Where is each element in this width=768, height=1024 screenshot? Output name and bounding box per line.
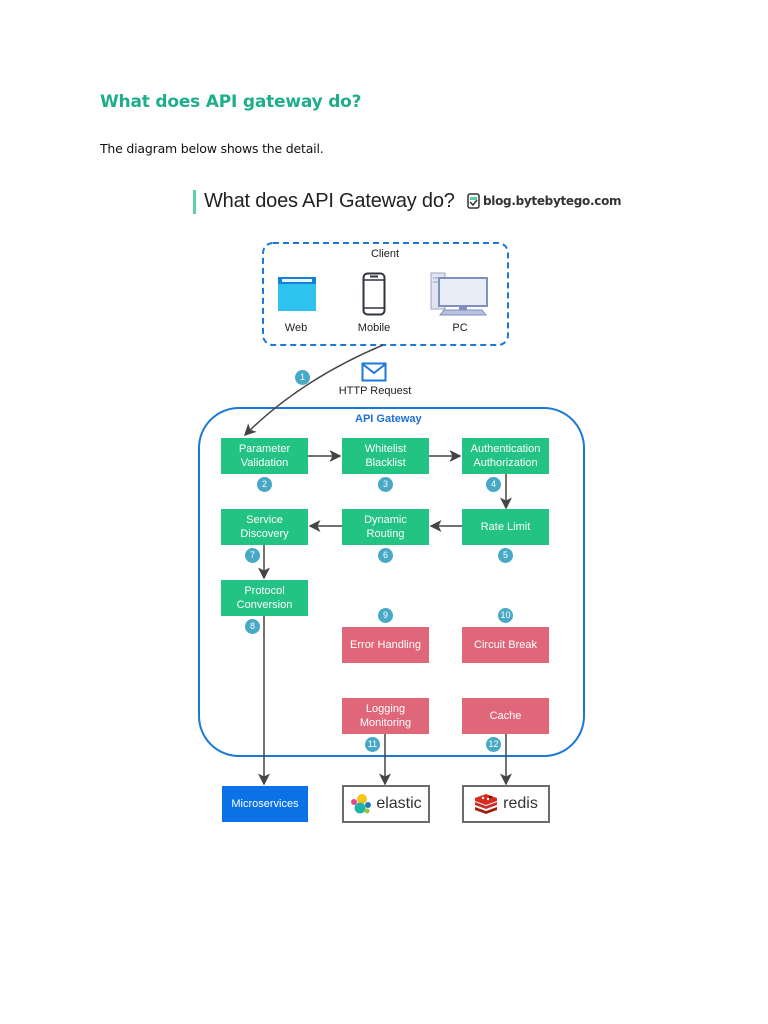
step-label-line2: Discovery [240, 528, 289, 540]
title-accent-bar [193, 190, 196, 214]
step-label-line2: Routing [366, 528, 405, 540]
request-arrow [243, 344, 384, 437]
figure-title: What does API Gateway do? [204, 190, 455, 212]
step-label-line2: Conversion [236, 599, 293, 611]
desktop-pc-icon [430, 272, 488, 316]
redis-box: redis [462, 785, 550, 823]
step-badge-4: 4 [486, 477, 501, 492]
step-badge-11: 11 [365, 737, 380, 752]
device-label-web: Web [284, 322, 308, 334]
api-gateway-border [198, 407, 585, 757]
mobile-phone-icon [362, 272, 386, 316]
step-label-line2: Validation [240, 457, 289, 469]
step-badge-6: 6 [378, 548, 393, 563]
http-request-label: HTTP Request [338, 385, 412, 397]
envelope-icon [361, 362, 387, 382]
bytebytego-logo-icon [467, 193, 480, 209]
step-badge-12: 12 [486, 737, 501, 752]
elastic-box: elastic [342, 785, 430, 823]
step-box-cache: Cache [462, 698, 549, 734]
step-badge-10: 10 [498, 608, 513, 623]
browser-window-icon [278, 277, 316, 311]
device-label-pc: PC [452, 322, 468, 334]
microservices-label: Microservices [231, 798, 299, 810]
site-url: blog.bytebytego.com [483, 194, 622, 208]
step-box-error-handling: Error Handling [342, 627, 429, 663]
client-label: Client [370, 248, 400, 260]
step-label-line2: Monitoring [359, 717, 412, 729]
elastic-label: elastic [376, 795, 422, 812]
step-badge-2: 2 [257, 477, 272, 492]
step-label-line1: Service [246, 514, 283, 526]
step-label-line1: Whitelist [364, 443, 407, 455]
step-label-line1: Error Handling [350, 639, 421, 651]
step-label-line1: Cache [489, 710, 522, 722]
step-label-line1: Authentication [470, 443, 541, 455]
step-badge-8: 8 [245, 619, 260, 634]
redis-label: redis [503, 795, 538, 812]
step-box-rate-limit: Rate Limit [462, 509, 549, 545]
step-badge-9: 9 [378, 608, 393, 623]
step-label-line2: Authorization [473, 457, 538, 469]
step-label-line1: Logging [365, 703, 406, 715]
document-heading: What does API gateway do? [100, 92, 362, 112]
step-badge-1: 1 [295, 370, 310, 385]
step-label-line1: Circuit Break [474, 639, 537, 651]
step-badge-3: 3 [378, 477, 393, 492]
step-badge-7: 7 [245, 548, 260, 563]
microservices-box: Microservices [222, 786, 308, 822]
step-badge-5: 5 [498, 548, 513, 563]
step-label-line2: Blacklist [365, 457, 406, 469]
api-gateway-label: API Gateway [355, 413, 422, 425]
elastic-logo-icon [351, 794, 372, 814]
step-label-line1: Protocol [244, 585, 285, 597]
site-credit: blog.bytebytego.com [466, 193, 622, 209]
device-label-mobile: Mobile [357, 322, 391, 334]
document-paragraph: The diagram below shows the detail. [100, 141, 324, 156]
step-box-circuit-break: Circuit Break [462, 627, 549, 663]
client-group-border [262, 242, 509, 346]
redis-logo-icon [475, 794, 498, 814]
step-label-line1: Rate Limit [480, 521, 531, 533]
step-label-line1: Parameter [238, 443, 291, 455]
step-label-line1: Dynamic [364, 514, 407, 526]
